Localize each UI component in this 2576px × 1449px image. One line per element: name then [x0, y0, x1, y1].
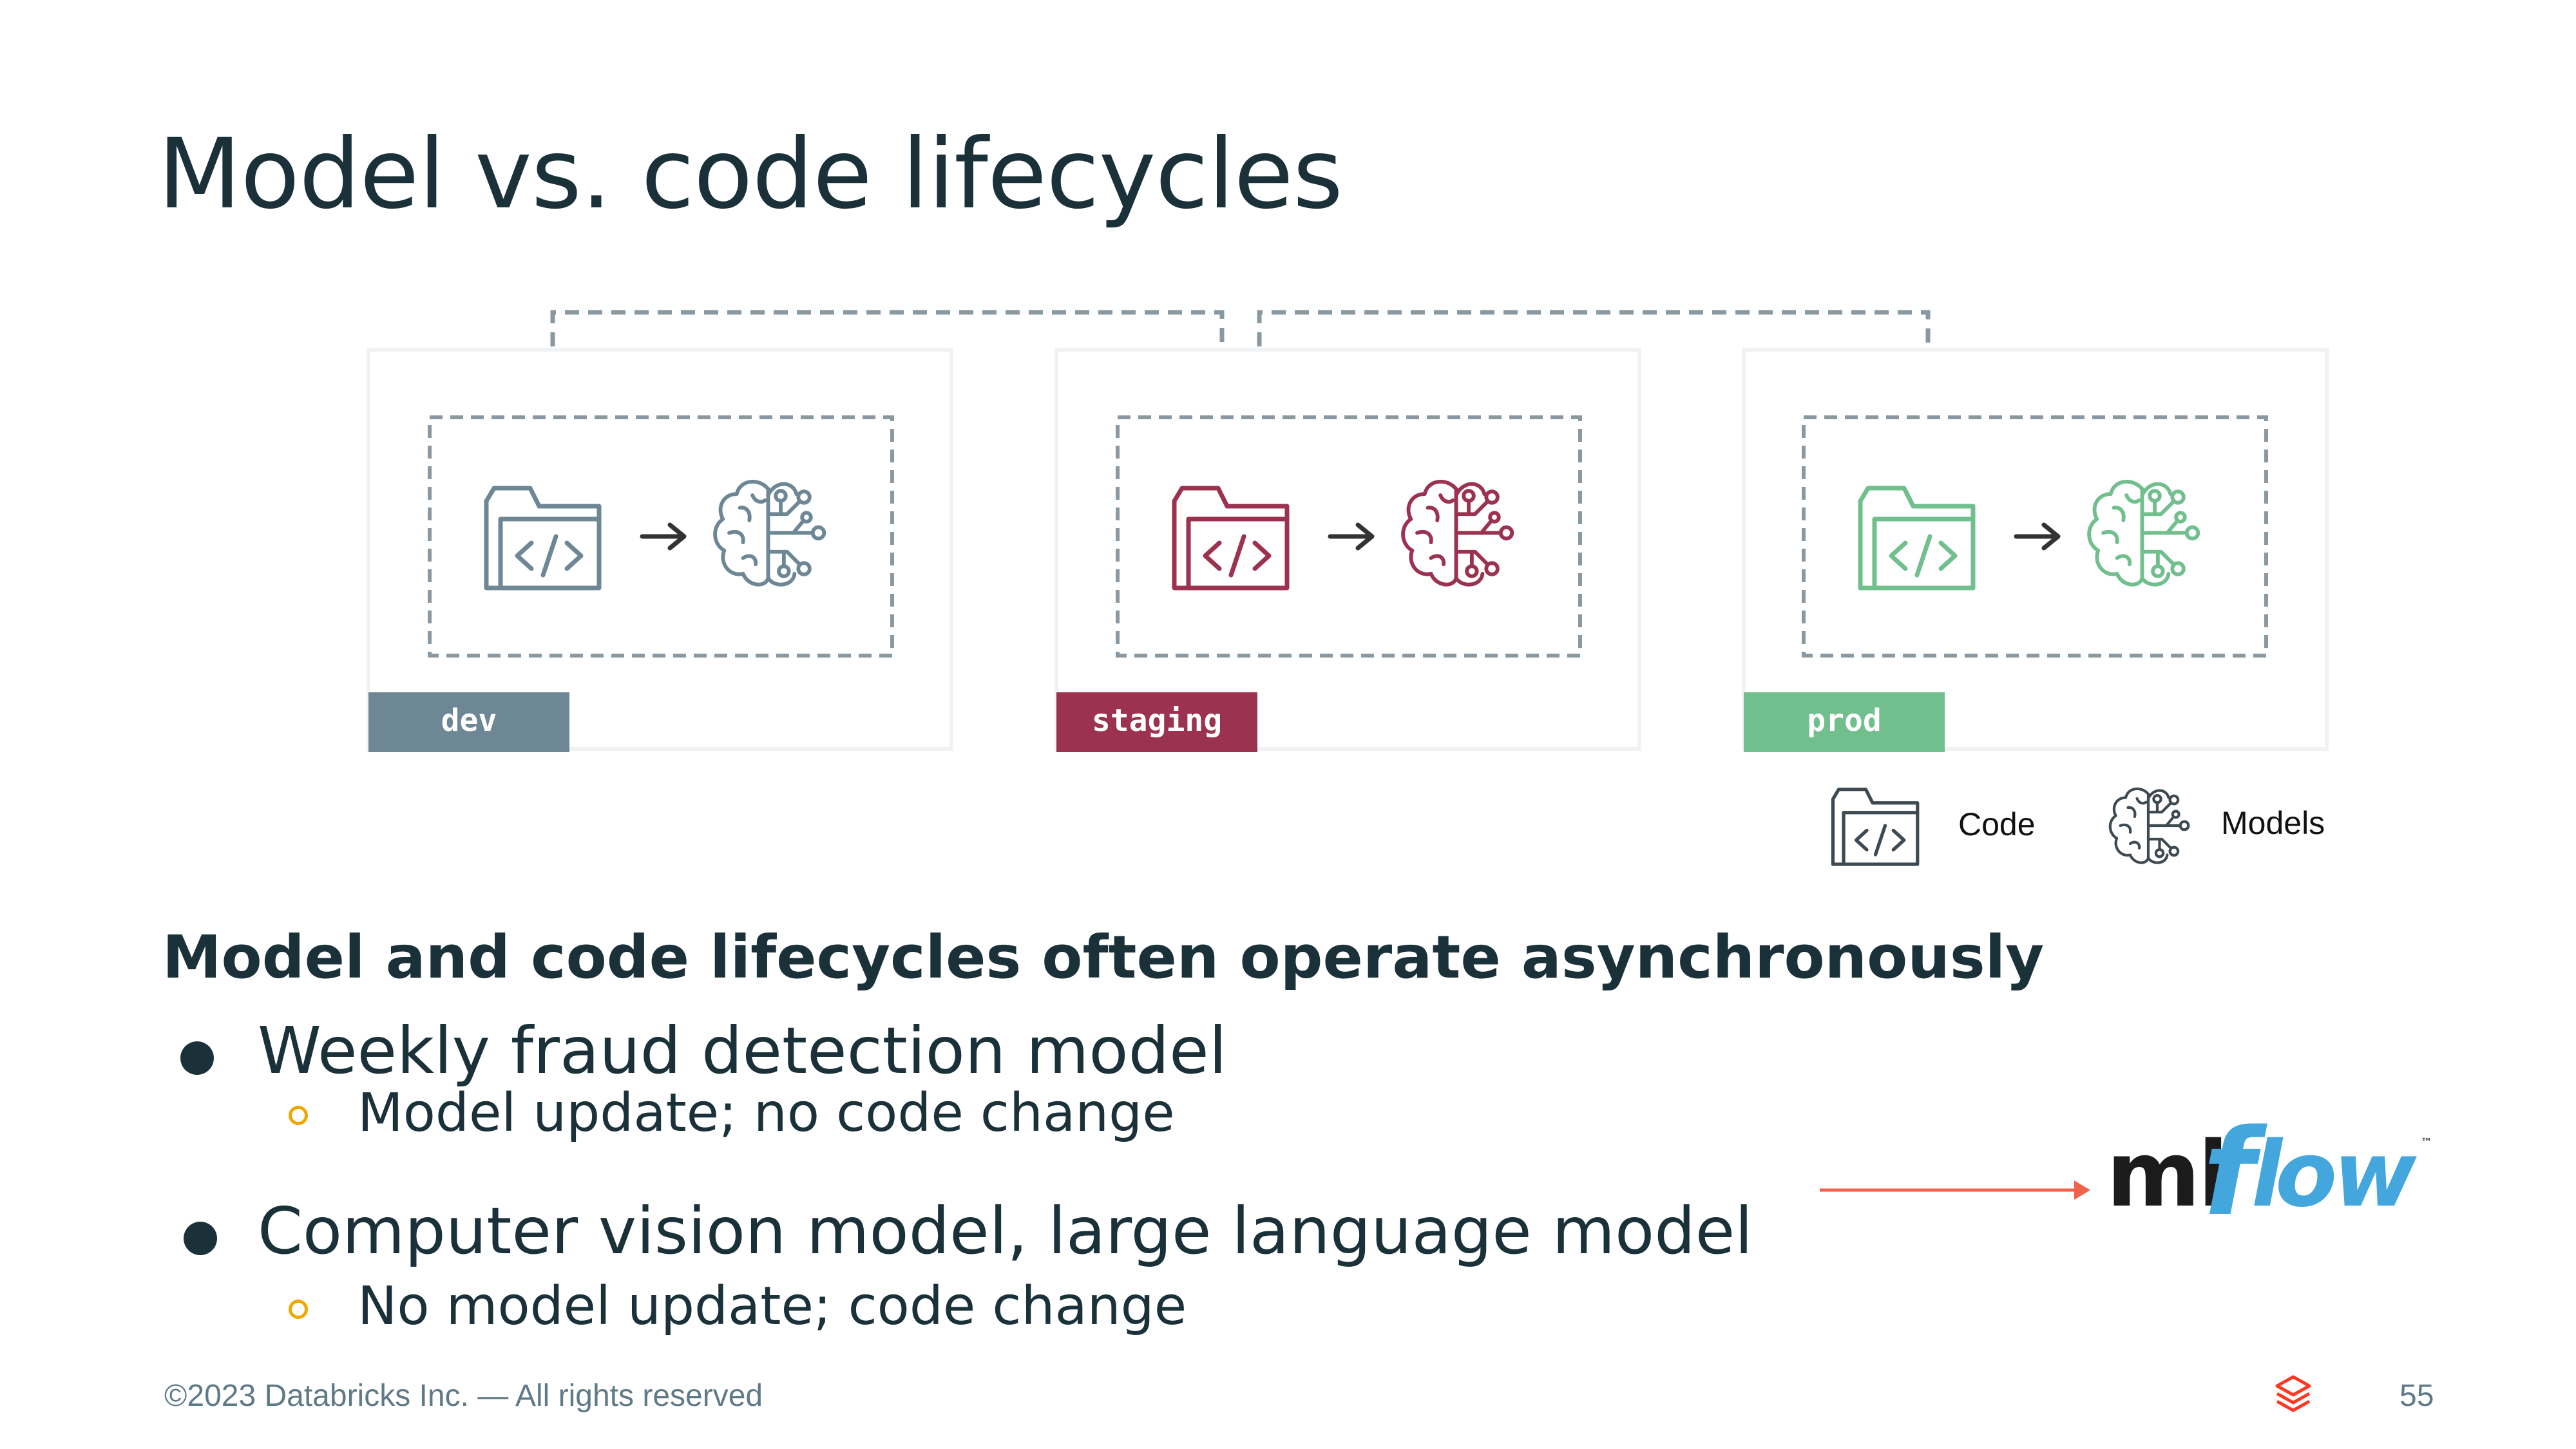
databricks-logo-icon [2275, 1375, 2311, 1412]
bullet-dot-icon [184, 1222, 217, 1255]
arrow-icon [1328, 522, 1375, 551]
env-label-bg-dev [368, 692, 569, 752]
arrow-head-icon [2074, 1180, 2090, 1200]
sub-bullet-ring-icon [289, 1300, 308, 1319]
env-label-bg-prod [1744, 692, 1945, 752]
svg-text:™: ™ [2421, 1136, 2432, 1150]
footer-copyright: ©2023 Databricks Inc. — All rights reser… [164, 1379, 763, 1413]
sub-bullet-item: No model update; code change [358, 1276, 1187, 1337]
env-label-staging: staging [1092, 703, 1222, 739]
bullet-dot-icon [180, 1041, 214, 1075]
env-inner-staging [1116, 415, 1582, 658]
env-panel-staging: staging [1054, 348, 1641, 752]
env-label-bg-staging [1056, 692, 1257, 752]
sub-bullet-ring-icon [289, 1106, 308, 1125]
legend: Code Models [1833, 789, 2325, 864]
page-number: 55 [2399, 1379, 2434, 1413]
arrow-icon [2014, 522, 2061, 551]
env-panel-prod: prod [1742, 348, 2329, 752]
env-label-dev: dev [441, 703, 497, 739]
mlflow-logo: ml f l ow ™ [2106, 1108, 2432, 1242]
env-inner-dev [428, 415, 894, 658]
arrow-icon [640, 522, 687, 551]
page-title: Model vs. code lifecycles [158, 118, 1343, 231]
sub-bullet-item: Model update; no code change [358, 1083, 1175, 1144]
legend-code-label: Code [1958, 806, 2036, 842]
env-inner-prod [1802, 415, 2268, 658]
svg-text:ml: ml [2106, 1122, 2226, 1227]
bullet-item: Weekly fraud detection model [258, 1013, 1227, 1088]
env-panel-dev: dev [367, 348, 953, 752]
env-label-prod: prod [1807, 703, 1882, 739]
bullet-item: Computer vision model, large language mo… [258, 1193, 1753, 1269]
lifecycle-diagram: dev staging prod Code Models [367, 310, 2329, 902]
legend-models-label: Models [2221, 805, 2325, 841]
svg-text:ow: ow [2275, 1122, 2417, 1227]
section-heading: Model and code lifecycles often operate … [162, 923, 2045, 992]
